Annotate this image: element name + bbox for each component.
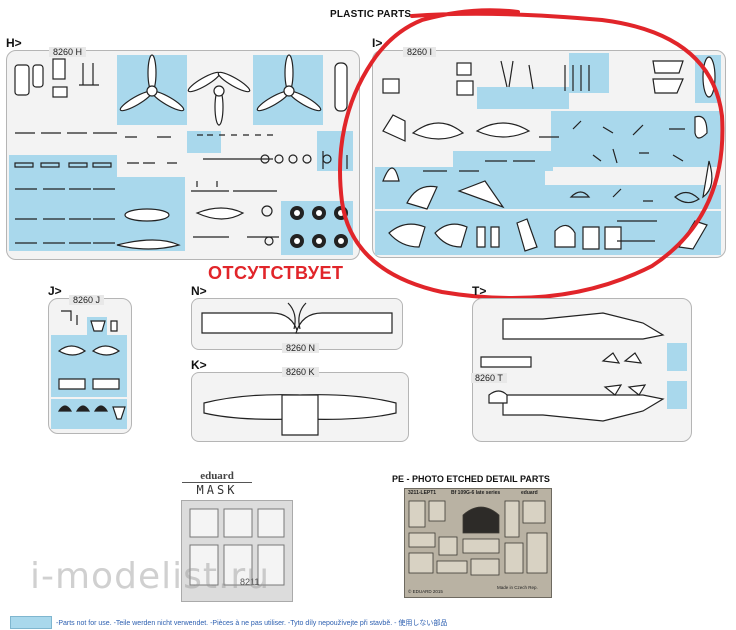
sprue-k-frame: 8260 K: [191, 367, 409, 442]
mask-label: MASK: [196, 483, 238, 497]
missing-annotation: ОТСУТСТВУЕТ: [208, 263, 344, 283]
unused-part-cell: [187, 131, 221, 153]
sprue-h-frame: 8260 H: [6, 47, 360, 260]
sprue-h-letter: H>: [6, 36, 22, 50]
pe-fret-parts-drawing: [408, 500, 548, 576]
watermark: i-modelist.ru: [30, 556, 271, 597]
sprue-t-letter: T>: [472, 284, 487, 298]
sprue-n-letter: N>: [191, 284, 207, 298]
pe-title: PE - PHOTO ETCHED DETAIL PARTS: [392, 474, 550, 484]
mask-sheet: 8211: [181, 500, 293, 602]
legend-swatch: [10, 616, 52, 629]
unused-part-cell: [51, 399, 127, 429]
unused-part-cell: [551, 111, 721, 167]
red-highlight-circle: [338, 8, 725, 300]
plastic-parts-title: PLASTIC PARTS: [330, 9, 412, 20]
pe-fret-footer: Made in Czech Rep.: [497, 585, 538, 590]
sprue-j-code: 8260 J: [69, 295, 105, 305]
unused-part-cell: [667, 381, 687, 409]
pe-fret-copyright: © EDUARD 2015: [408, 589, 443, 594]
pe-fret-subject: Bf 109G-6 late series: [451, 490, 501, 496]
sprue-h-code: 8260 H: [49, 47, 87, 57]
mask-cutouts-drawing: [189, 508, 285, 586]
unused-part-cell: [9, 155, 117, 251]
sprue-t-parts-drawing: [480, 312, 665, 422]
unused-part-cell: [375, 167, 545, 209]
mask-brand: eduard: [182, 470, 252, 483]
sprue-n-frame: [191, 298, 403, 350]
pe-fret: 3211-LEPT1 Bf 109G-6 late series eduard …: [404, 488, 552, 598]
sprue-k-letter: K>: [191, 358, 207, 372]
mask-code: 8211: [240, 577, 260, 587]
unused-part-cell: [477, 87, 569, 109]
sprue-n-parts-drawing: [201, 302, 393, 334]
sprue-k-code: 8260 K: [282, 367, 319, 377]
sprue-j-letter: J>: [48, 284, 62, 298]
sprue-k-parts-drawing: [203, 394, 397, 436]
legend-text: -Parts not for use. -Teile werden nicht …: [56, 620, 448, 627]
pe-fret-brand: eduard: [521, 490, 538, 496]
sprue-i-code: 8260 I: [403, 47, 437, 57]
sprue-j-parts-drawing: [57, 310, 126, 420]
sprue-i-letter: I>: [372, 36, 383, 50]
sprue-h-parts-drawing: [14, 54, 348, 250]
sprue-t-code: 8260 T: [471, 373, 507, 383]
unused-part-cell: [375, 211, 721, 255]
unused-part-cell: [667, 343, 687, 371]
sprue-n-code: 8260 N: [282, 343, 320, 353]
sprue-t-frame: 8260 T: [471, 298, 692, 442]
sprue-i-parts-drawing: [382, 56, 716, 252]
pe-fret-code: 3211-LEPT1: [408, 490, 437, 496]
sprue-j-frame: 8260 J: [48, 295, 132, 434]
mask-header: eduard MASK: [182, 470, 252, 497]
